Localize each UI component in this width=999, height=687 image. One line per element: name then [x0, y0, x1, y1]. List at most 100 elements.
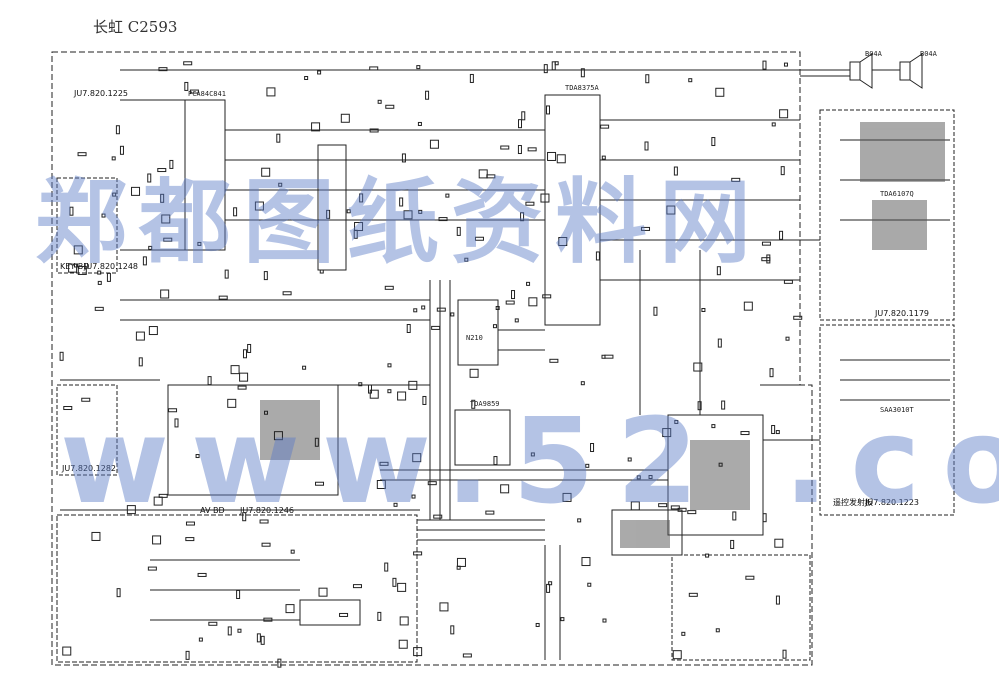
component-mark — [745, 575, 755, 580]
component-mark — [445, 193, 450, 198]
av-board-outline — [56, 514, 418, 663]
component-mark — [377, 611, 382, 621]
component-mark — [160, 193, 165, 203]
n210-chip — [457, 299, 499, 366]
component-mark — [672, 650, 682, 660]
component-mark — [94, 306, 104, 311]
component-mark — [411, 494, 416, 499]
component-mark — [425, 90, 430, 100]
component-mark — [521, 111, 526, 121]
component-mark — [413, 308, 418, 313]
component-mark — [285, 604, 295, 614]
av-board-label: AV BD — [200, 506, 225, 515]
component-mark — [185, 537, 195, 542]
component-mark — [546, 105, 551, 115]
component-mark — [369, 66, 379, 71]
component-mark — [417, 121, 422, 126]
component-mark — [730, 539, 735, 549]
component-mark — [68, 263, 78, 273]
component-mark — [732, 511, 737, 521]
component-mark — [602, 618, 607, 623]
component-mark — [485, 510, 495, 515]
component-mark — [135, 331, 145, 341]
component-mark — [97, 270, 102, 275]
component-mark — [500, 145, 510, 150]
component-mark — [317, 70, 322, 75]
component-mark — [263, 617, 273, 622]
component-mark — [311, 122, 321, 132]
component-mark — [577, 518, 582, 523]
component-mark — [436, 307, 446, 312]
crt-ic-label: TDA6107Q — [880, 190, 914, 198]
component-mark — [526, 281, 531, 286]
component-mark — [264, 410, 269, 415]
component-mark — [717, 338, 722, 348]
component-mark — [236, 589, 241, 599]
component-mark — [630, 501, 640, 511]
component-mark — [304, 76, 309, 81]
component-mark — [353, 229, 358, 239]
component-mark — [377, 99, 382, 104]
component-mark — [401, 153, 406, 163]
component-mark — [406, 323, 411, 333]
component-mark — [115, 125, 120, 135]
component-mark — [367, 384, 372, 394]
component-mark — [399, 197, 404, 207]
component-mark — [517, 145, 522, 155]
remote-board-outline — [819, 324, 955, 516]
component-mark — [239, 372, 249, 382]
component-mark — [422, 395, 427, 405]
component-mark — [793, 315, 803, 320]
component-mark — [302, 365, 307, 370]
svg-text:B04A: B04A — [920, 50, 938, 58]
page-title: 长虹 C2593 — [93, 18, 178, 36]
component-mark — [412, 453, 422, 463]
component-mark — [779, 230, 784, 240]
component-mark — [101, 213, 106, 218]
component-mark — [604, 354, 614, 359]
component-mark — [783, 62, 788, 67]
component-mark — [384, 562, 389, 572]
component-mark — [397, 582, 407, 592]
component-mark — [147, 566, 157, 571]
component-mark — [69, 206, 74, 216]
component-mark — [73, 245, 83, 255]
component-mark — [670, 505, 680, 510]
component-mark — [112, 192, 117, 197]
component-mark — [648, 474, 653, 479]
component-mark — [157, 168, 167, 173]
component-mark — [775, 595, 780, 605]
component-mark — [189, 89, 199, 94]
component-mark — [261, 167, 271, 177]
component-mark — [456, 226, 461, 236]
component-mark — [399, 616, 409, 626]
component-mark — [126, 505, 136, 515]
component-mark — [174, 418, 179, 428]
component-mark — [227, 398, 237, 408]
component-mark — [106, 272, 111, 282]
component-mark — [77, 152, 87, 157]
component-mark — [600, 124, 610, 129]
component-mark — [673, 166, 678, 176]
component-mark — [462, 653, 472, 658]
side-board-code: JU7.820.1282 — [61, 464, 116, 473]
component-mark — [474, 236, 484, 241]
component-mark — [520, 212, 525, 222]
component-mark — [340, 113, 350, 123]
component-mark — [761, 257, 771, 262]
component-mark — [158, 67, 168, 72]
component-mark — [158, 493, 168, 498]
mcu-chip — [184, 99, 226, 251]
component-mark — [261, 542, 271, 547]
component-mark — [326, 209, 331, 219]
flyback-block — [667, 414, 764, 536]
component-mark — [153, 496, 163, 506]
component-mark — [653, 306, 658, 316]
component-mark — [560, 617, 565, 622]
component-mark — [160, 289, 170, 299]
component-mark — [535, 622, 540, 627]
component-mark — [486, 174, 496, 179]
component-mark — [152, 535, 162, 545]
component-mark — [142, 256, 147, 266]
component-mark — [195, 454, 200, 459]
